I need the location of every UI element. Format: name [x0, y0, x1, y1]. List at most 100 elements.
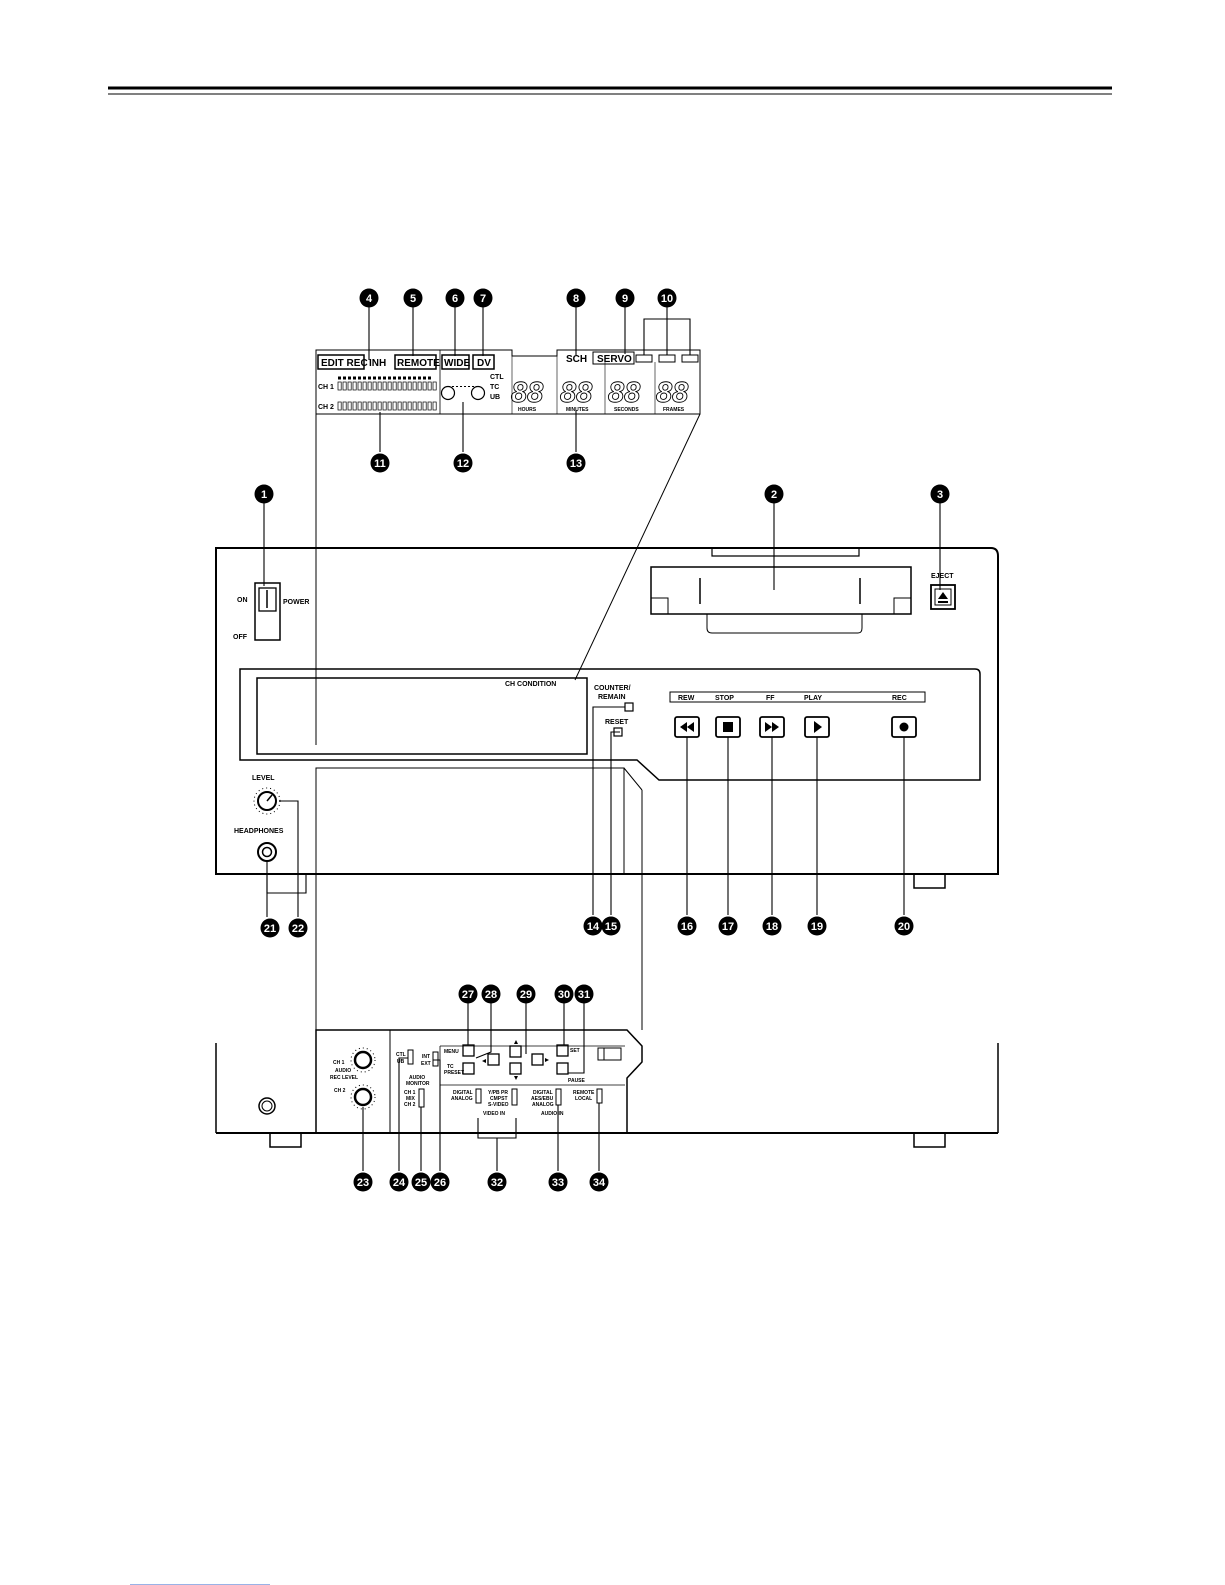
meter-segment [382, 401, 387, 411]
callout-2: 2 [764, 484, 784, 504]
left-arrow-icon [482, 1059, 486, 1063]
power-switch[interactable] [254, 582, 281, 641]
callout-number: 22 [292, 923, 304, 935]
callout-number: 16 [681, 921, 693, 933]
tc-preset-label-1: TC [447, 1064, 454, 1070]
meter-segment [432, 381, 437, 391]
counter-remain-button[interactable] [624, 702, 634, 712]
callout-number: 3 [937, 489, 943, 501]
video-in-select-switch[interactable] [511, 1088, 518, 1106]
callout-number: 32 [491, 1177, 503, 1189]
tc-preset-button[interactable] [462, 1062, 475, 1075]
callout-34: 34 [589, 1172, 609, 1192]
headphone-level-knob[interactable] [253, 787, 281, 815]
up-cursor-button[interactable] [509, 1045, 522, 1058]
ch-condition-label: CH CONDITION [505, 681, 556, 688]
ff-button[interactable] [759, 716, 785, 738]
callout-28: 28 [481, 984, 501, 1004]
callout-26: 26 [430, 1172, 450, 1192]
callout-19: 19 [807, 916, 827, 936]
meter-segment [407, 381, 412, 391]
callout-5: 5 [403, 288, 423, 308]
callout-29: 29 [516, 984, 536, 1004]
eject-button[interactable] [930, 584, 956, 610]
audio-monitor-switch[interactable] [418, 1088, 425, 1108]
audio-rec-level-label-2: REC LEVEL [330, 1075, 358, 1081]
cassette-slot[interactable] [650, 547, 912, 634]
callout-number: 5 [410, 293, 416, 305]
meter-segment [342, 381, 347, 391]
callout-number: 10 [661, 293, 673, 305]
callout-27: 27 [458, 984, 478, 1004]
eject-icon [938, 592, 948, 599]
video-digital-analog-switch[interactable] [475, 1088, 482, 1104]
cassette-icon [440, 385, 486, 401]
stop-button[interactable] [715, 716, 741, 738]
headphones-jack[interactable] [257, 842, 277, 862]
play-icon [814, 721, 822, 733]
callout-number: 4 [366, 293, 373, 305]
down-cursor-button[interactable] [509, 1062, 522, 1075]
left-cursor-button[interactable] [487, 1053, 500, 1066]
hours-digits: 88 [511, 377, 544, 409]
seconds-label: SECONDS [614, 407, 639, 413]
servo-indicator: SERVO [597, 354, 632, 365]
ctl-ub-switch[interactable] [407, 1049, 414, 1065]
callout-number: 12 [457, 458, 469, 470]
minutes-digits: 88 [560, 377, 593, 409]
callout-number: 33 [552, 1177, 564, 1189]
ch1-level-meter [337, 381, 437, 391]
sub-panel-latch[interactable] [597, 1047, 622, 1061]
meter-segment [387, 381, 392, 391]
callout-7: 7 [473, 288, 493, 308]
menu-button[interactable] [462, 1044, 475, 1057]
audio-in-select-switch[interactable] [555, 1088, 562, 1106]
callout-number: 8 [573, 293, 579, 305]
lower-chassis [215, 1043, 999, 1148]
meter-segment [412, 381, 417, 391]
callout-number: 23 [357, 1177, 369, 1189]
ch1-rec-level-knob[interactable] [350, 1047, 376, 1073]
play-button[interactable] [804, 716, 830, 738]
pause-button[interactable] [556, 1062, 569, 1075]
meter-segment [427, 381, 432, 391]
callout-number: 11 [374, 458, 386, 470]
meter-segment [427, 401, 432, 411]
set-button[interactable] [556, 1044, 569, 1057]
meter-segment [372, 381, 377, 391]
callout-number: 34 [593, 1177, 606, 1189]
meter-segment [432, 401, 437, 411]
meter-segment [337, 381, 342, 391]
remote-local-switch[interactable] [596, 1088, 603, 1104]
header-rule [108, 86, 1112, 95]
ch2-rec-level-knob[interactable] [350, 1084, 376, 1110]
meter-segment [407, 401, 412, 411]
callout-number: 13 [570, 458, 582, 470]
seconds-digits: 88 [608, 377, 641, 409]
hours-label: HOURS [518, 407, 537, 413]
callout-25: 25 [411, 1172, 431, 1192]
counter-remain-label-1: COUNTER/ [594, 685, 631, 692]
sch-indicator: SCH [566, 354, 587, 365]
right-cursor-button[interactable] [531, 1053, 544, 1066]
callout-number: 27 [462, 989, 474, 1001]
rew-button[interactable] [674, 716, 700, 738]
stop-label: STOP [715, 695, 734, 702]
audio-in-label: AUDIO IN [541, 1111, 564, 1117]
meter-segment [402, 401, 407, 411]
up-arrow-icon [514, 1040, 518, 1044]
int-ext-switch[interactable] [432, 1051, 439, 1067]
callout-number: 29 [520, 989, 532, 1001]
rec-button[interactable] [891, 716, 917, 738]
callout-number: 19 [811, 921, 823, 933]
meter-segment [377, 381, 382, 391]
meter-segment [372, 401, 377, 411]
ctl-indicator: CTL [490, 374, 504, 381]
reset-label: RESET [605, 719, 629, 726]
callout-11: 11 [370, 453, 390, 473]
audio-monitor-label-1: AUDIO [409, 1075, 425, 1081]
front-foot [913, 873, 946, 889]
frames-label: FRAMES [663, 407, 685, 413]
callout-22: 22 [288, 918, 308, 938]
